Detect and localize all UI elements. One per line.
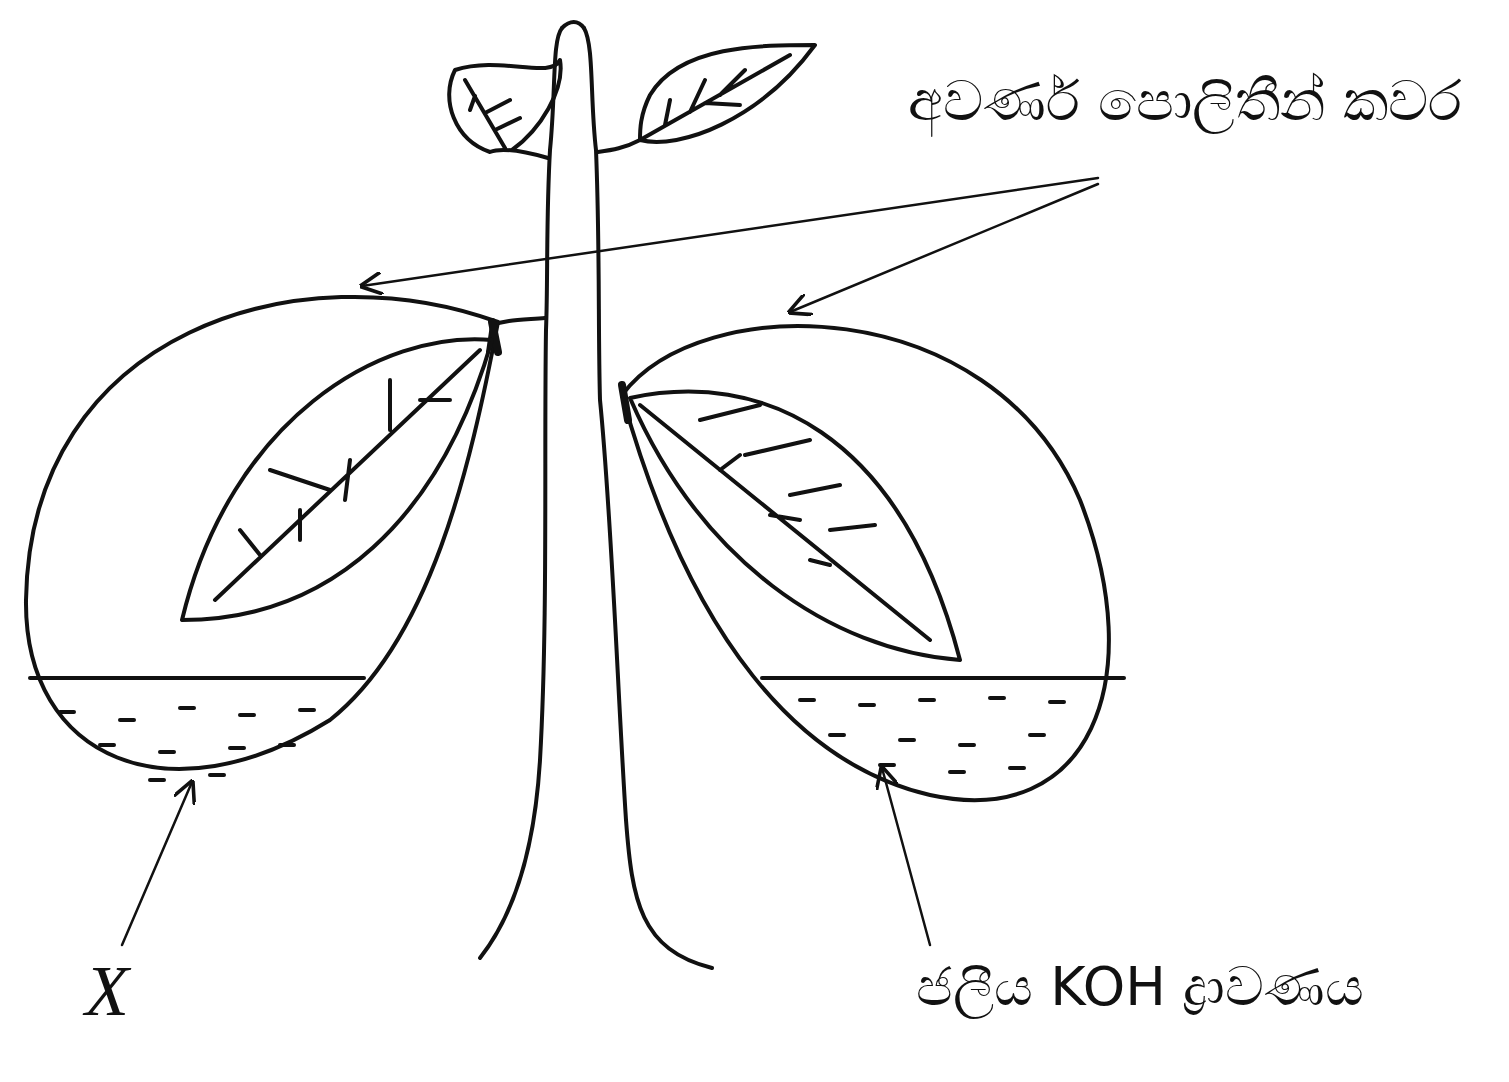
- solution-mark: [280, 743, 294, 747]
- bag-neck: [488, 318, 545, 352]
- enclosed-leaf: [630, 392, 960, 660]
- top-leaf: [449, 60, 560, 158]
- solution-mark: [100, 743, 114, 747]
- solution-mark: [950, 770, 964, 774]
- solution-mark: [920, 698, 934, 702]
- liquid-surface: [762, 676, 1124, 680]
- stem: [584, 28, 712, 968]
- solution-mark: [150, 778, 164, 782]
- solution-mark: [830, 733, 844, 737]
- bag-tie: [492, 322, 498, 352]
- top-leaf: [598, 45, 815, 152]
- leaf-vein: [640, 405, 930, 640]
- polythene-bag: [26, 297, 498, 769]
- solution-mark: [240, 713, 254, 717]
- solution-label: ජලීය KOH ද්‍රාවණය: [790, 952, 1490, 1022]
- solution-mark: [210, 773, 224, 777]
- solution-mark: [120, 718, 134, 722]
- solution-mark: [900, 738, 914, 742]
- liquid-surface: [30, 676, 364, 680]
- leaf-vein: [465, 80, 520, 148]
- solution-mark: [1030, 733, 1044, 737]
- solution-mark: [1010, 766, 1024, 770]
- leaf-vein: [640, 55, 790, 140]
- solution-mark: [800, 698, 814, 702]
- leader-line: [362, 178, 1098, 286]
- leader-line: [790, 184, 1098, 312]
- leader-line: [882, 768, 930, 945]
- solution-mark: [880, 763, 894, 767]
- solution-mark: [860, 703, 874, 707]
- solution-mark: [180, 706, 194, 710]
- leader-line: [122, 782, 192, 945]
- solution-mark: [230, 746, 244, 750]
- solution-mark: [60, 710, 74, 714]
- solution-mark: [960, 743, 974, 747]
- enclosed-leaf: [182, 339, 492, 620]
- solution-mark: [300, 708, 314, 712]
- solution-mark: [1050, 700, 1064, 704]
- solution-mark: [160, 750, 174, 754]
- stem: [480, 28, 562, 958]
- leaf-vein: [215, 350, 480, 600]
- solution-label: X: [85, 955, 129, 1027]
- cover-label: අවර්ණ පොලිතීන් කවර: [880, 58, 1490, 145]
- stem-tip: [562, 22, 584, 28]
- polythene-bag: [622, 326, 1109, 800]
- bag-tie: [622, 385, 628, 420]
- solution-mark: [990, 696, 1004, 700]
